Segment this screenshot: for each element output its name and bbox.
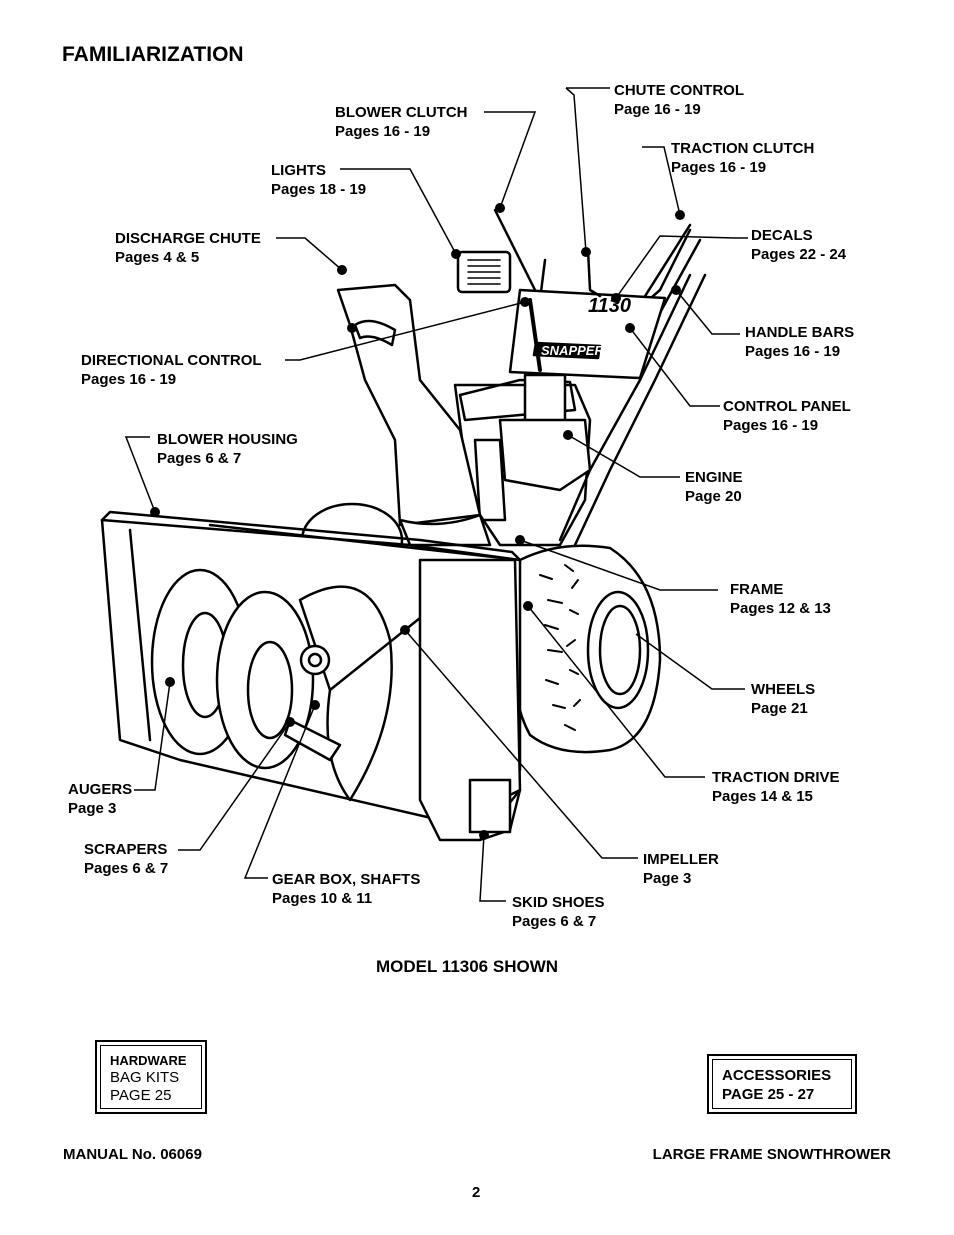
label-engine: ENGINE Page 20 xyxy=(685,469,743,505)
label-skid-shoes: SKID SHOES Pages 6 & 7 xyxy=(512,894,605,930)
footer-manual-number: MANUAL No. 06069 xyxy=(63,1146,202,1163)
label-discharge-chute: DISCHARGE CHUTE Pages 4 & 5 xyxy=(115,230,261,266)
brand-decal: SNAPPER xyxy=(541,343,604,358)
label-blower-clutch: BLOWER CLUTCH Pages 16 - 19 xyxy=(335,104,468,140)
label-directional-control: DIRECTIONAL CONTROL Pages 16 - 19 xyxy=(81,352,262,388)
label-handle-bars: HANDLE BARS Pages 16 - 19 xyxy=(745,324,855,360)
label-control-panel: CONTROL PANEL Pages 16 - 19 xyxy=(723,398,851,434)
label-traction-clutch: TRACTION CLUTCH Pages 16 - 19 xyxy=(671,140,815,176)
label-blower-housing: BLOWER HOUSING Pages 6 & 7 xyxy=(157,431,298,467)
label-frame: FRAME Pages 12 & 13 xyxy=(730,581,831,617)
hardware-line1: BAG KITS xyxy=(110,1069,180,1086)
label-chute-control: CHUTE CONTROL Page 16 - 19 xyxy=(614,82,744,118)
page-number: 2 xyxy=(472,1184,481,1201)
label-wheels: WHEELS Page 21 xyxy=(751,681,816,717)
model-decal: 1130 xyxy=(588,295,631,317)
hardware-heading: HARDWARE xyxy=(110,1053,187,1068)
label-augers: AUGERS Page 3 xyxy=(68,781,133,817)
accessories-box: ACCESSORIES PAGE 25 - 27 xyxy=(707,1054,857,1114)
hardware-line2: PAGE 25 xyxy=(110,1087,172,1104)
label-lights: LIGHTS Pages 18 - 19 xyxy=(271,162,367,198)
label-gear-box-shafts: GEAR BOX, SHAFTS Pages 10 & 11 xyxy=(272,871,421,907)
label-traction-drive: TRACTION DRIVE Pages 14 & 15 xyxy=(712,769,840,805)
accessories-line1: ACCESSORIES xyxy=(722,1067,832,1084)
hardware-bag-kits-box: HARDWARE BAG KITS PAGE 25 xyxy=(95,1040,207,1114)
accessories-line2: PAGE 25 - 27 xyxy=(722,1086,815,1103)
label-impeller: IMPELLER Page 3 xyxy=(643,851,719,887)
page-title: FAMILIARIZATION xyxy=(62,43,244,66)
label-decals: DECALS Pages 22 - 24 xyxy=(751,227,847,263)
model-caption: MODEL 11306 SHOWN xyxy=(376,957,559,976)
footer-product-name: LARGE FRAME SNOWTHROWER xyxy=(652,1146,891,1163)
label-scrapers: SCRAPERS Pages 6 & 7 xyxy=(84,841,169,877)
